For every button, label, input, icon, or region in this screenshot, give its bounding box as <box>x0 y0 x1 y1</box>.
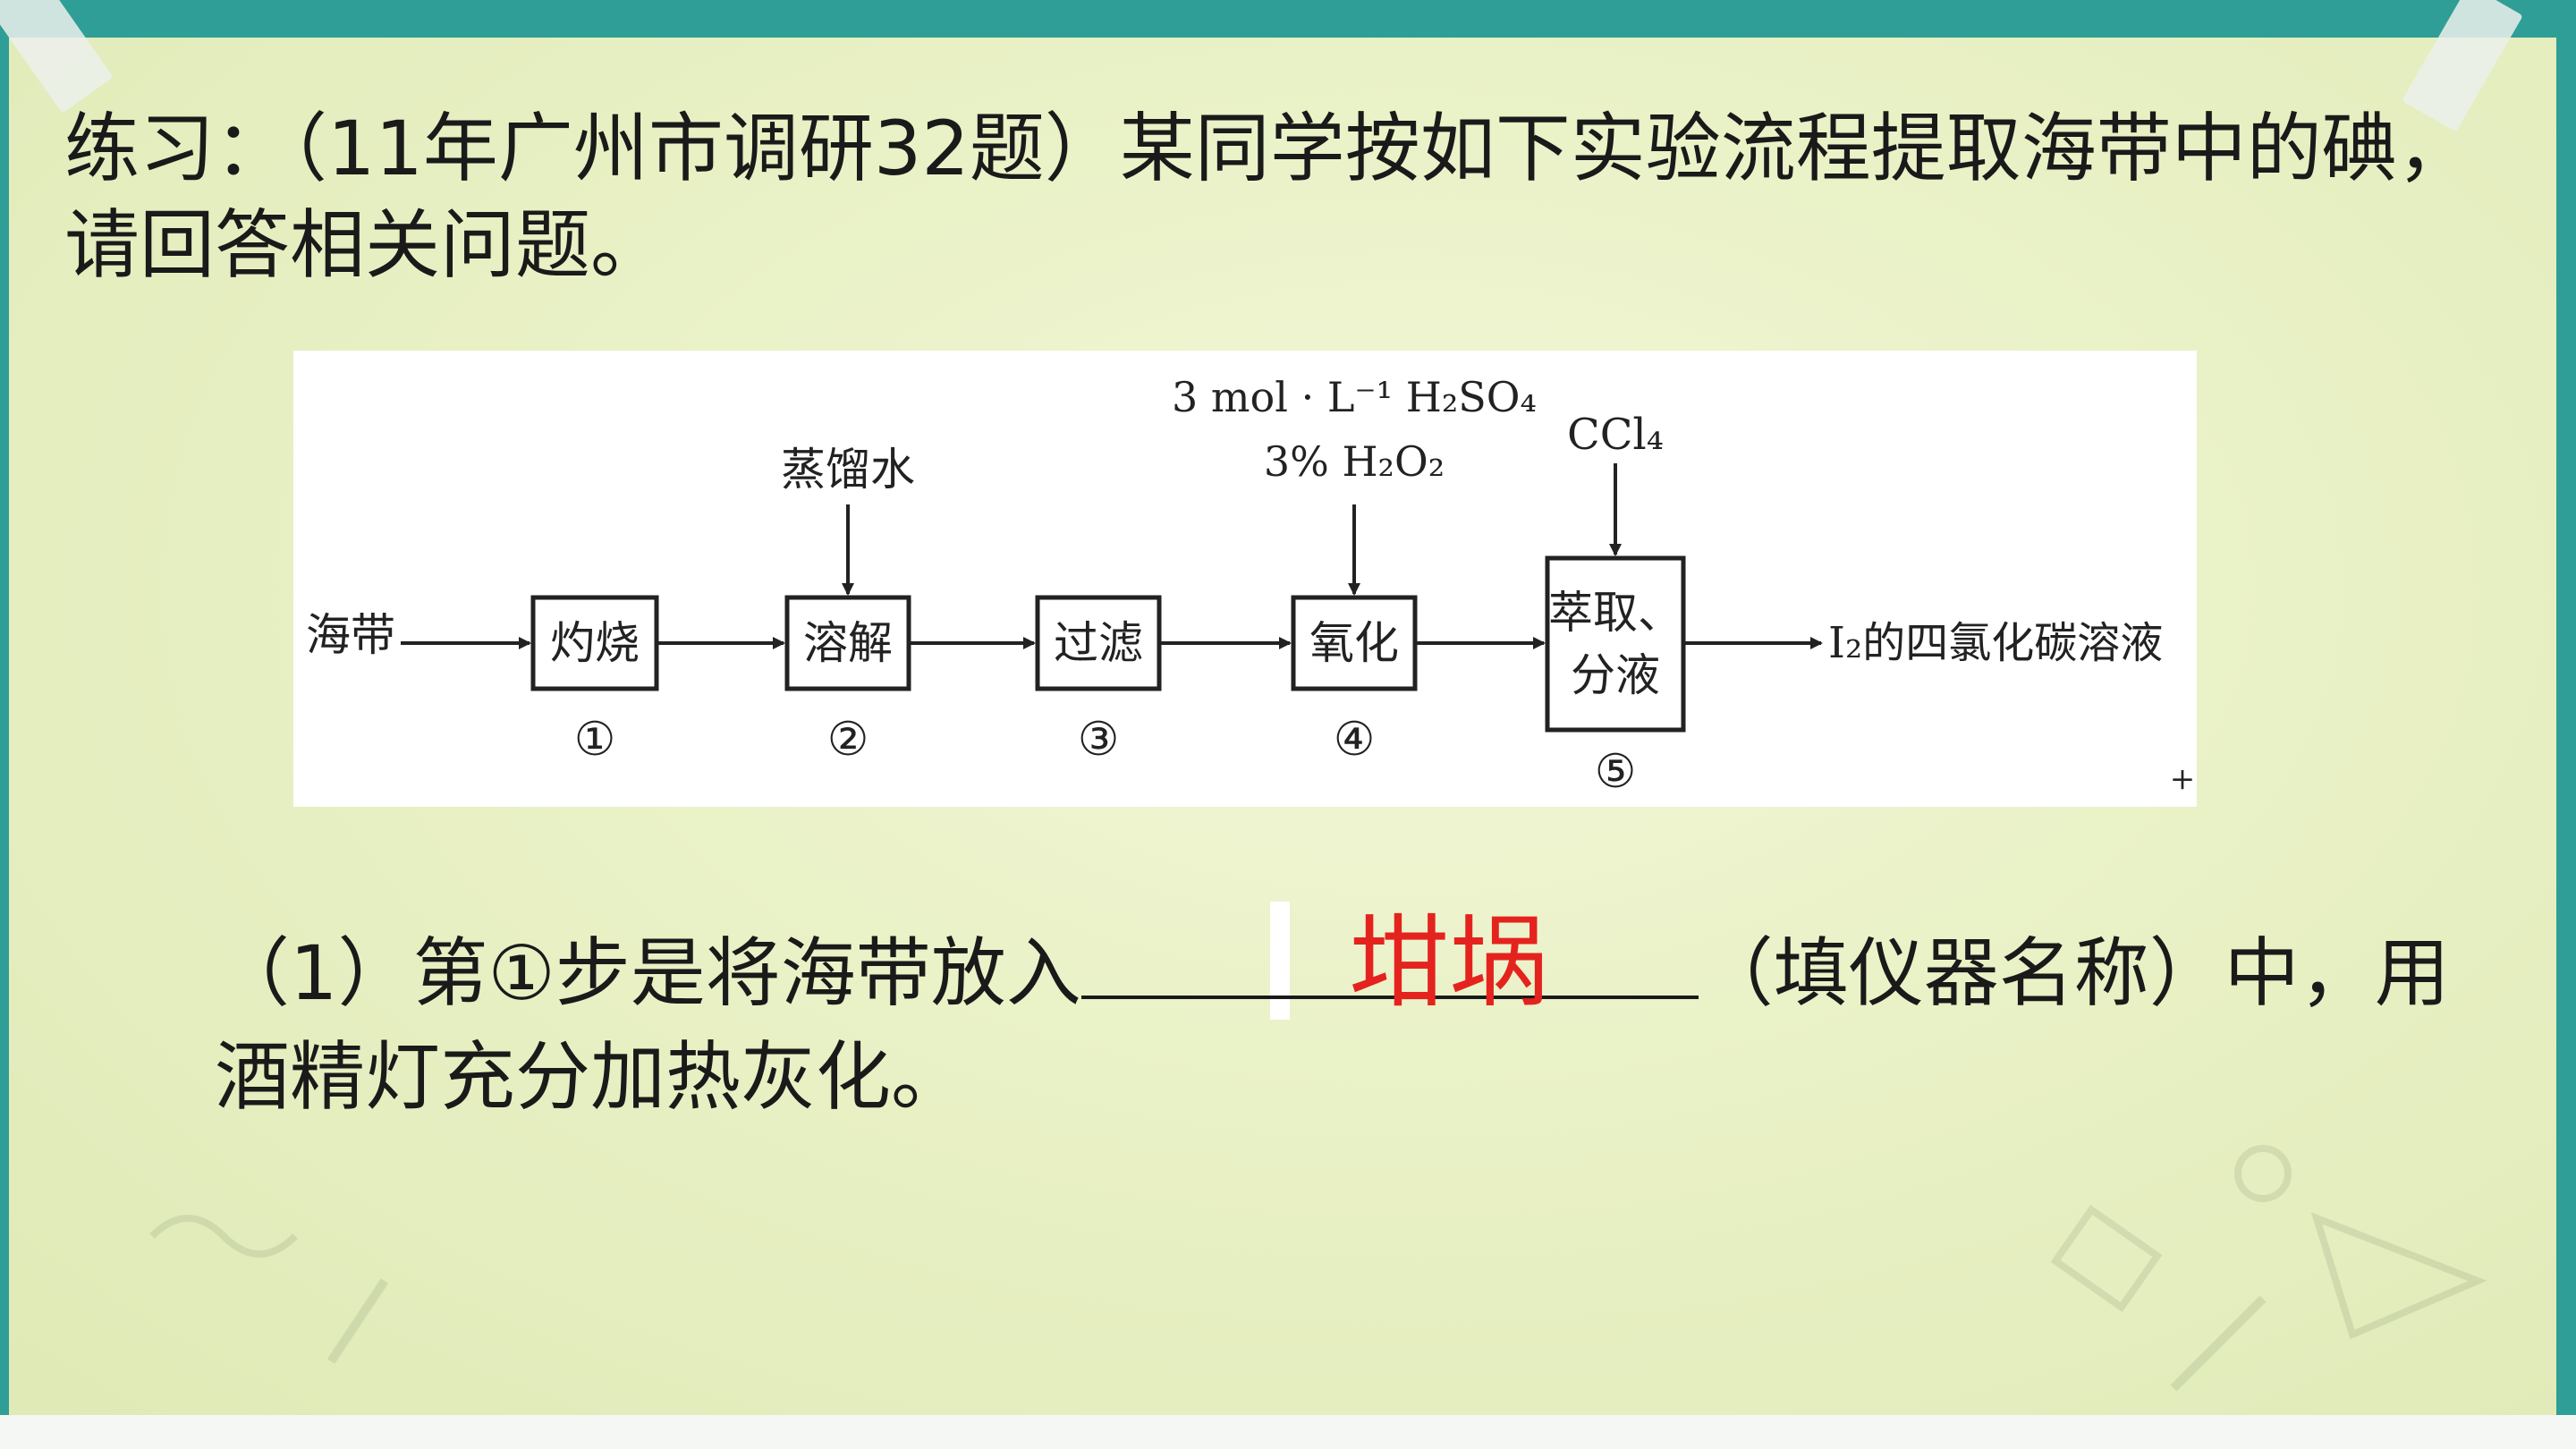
end-label: I₂的四氯化碳溶液 <box>1828 618 2163 668</box>
step-label-oxidize: 氧化 <box>1309 617 1399 669</box>
step-box-oxidize <box>1291 595 1418 691</box>
question-title: 练习：（11年广州市调研32题）某同学按如下实验流程提取海带中的碘，请回答相关问… <box>64 105 2472 289</box>
sub-question-after: （填仪器名称）中，用酒精灯充分加热灰化。 <box>215 929 2450 1121</box>
bottom-strip <box>0 1415 2576 1449</box>
text-cursor-highlight <box>1270 902 1290 1020</box>
eraser-doodle <box>2050 1204 2163 1313</box>
step-number-3: ③ <box>1078 713 1120 767</box>
flowchart-diagram: 海带 灼烧 ① 溶解 ② 过滤 ③ 氧化 ④ 萃取、 分液 ⑤ <box>293 351 2197 807</box>
decorative-doodles-left <box>149 1215 389 1364</box>
diagram-background <box>293 351 2197 807</box>
step-number-2: ② <box>827 713 869 767</box>
step-box-burn <box>530 595 659 691</box>
step-label-extract-line2: 分液 <box>1571 649 1660 701</box>
triangle-ruler-doodle <box>2310 1212 2487 1340</box>
decorative-doodles <box>2050 1145 2487 1392</box>
step-box-filter <box>1035 595 1162 691</box>
step-box-extract <box>1545 555 1686 733</box>
reagent-sulfuric-acid: 3 mol · L⁻¹ H₂SO₄ <box>1172 373 1537 421</box>
footer-mark: + <box>2170 761 2196 797</box>
answer-blank-right <box>1555 969 1699 999</box>
reagent-hydrogen-peroxide: 3% H₂O₂ <box>1264 437 1445 486</box>
step-label-filter: 过滤 <box>1054 617 1143 669</box>
step-label-dissolve: 溶解 <box>803 617 893 669</box>
reagent-distilled-water: 蒸馏水 <box>781 444 915 496</box>
step-number-4: ④ <box>1334 713 1376 767</box>
sub-question-before: （1）第①步是将海带放入 <box>215 929 1081 1017</box>
reagent-ccl4: CCl₄ <box>1567 410 1664 460</box>
bulb-doodle <box>2234 1145 2292 1202</box>
pencil-doodle-left <box>326 1278 389 1364</box>
start-label: 海带 <box>306 609 395 661</box>
step-label-burn: 灼烧 <box>550 617 640 669</box>
answer-text: 坩埚 <box>1349 905 1549 1021</box>
answer-blank-left <box>1080 969 1224 999</box>
step-box-dissolve <box>784 595 911 691</box>
scribble-doodle <box>149 1215 298 1258</box>
step-number-5: ⑤ <box>1595 745 1637 799</box>
pencil-doodle <box>2170 1295 2267 1392</box>
sub-question-1: （1）第①步是将海带放入（填仪器名称）中，用酒精灯充分加热灰化。 <box>215 921 2451 1129</box>
step-number-1: ① <box>574 713 616 767</box>
answer-blank-center[interactable] <box>1224 969 1555 999</box>
step-label-extract-line1: 萃取、 <box>1548 587 1682 639</box>
